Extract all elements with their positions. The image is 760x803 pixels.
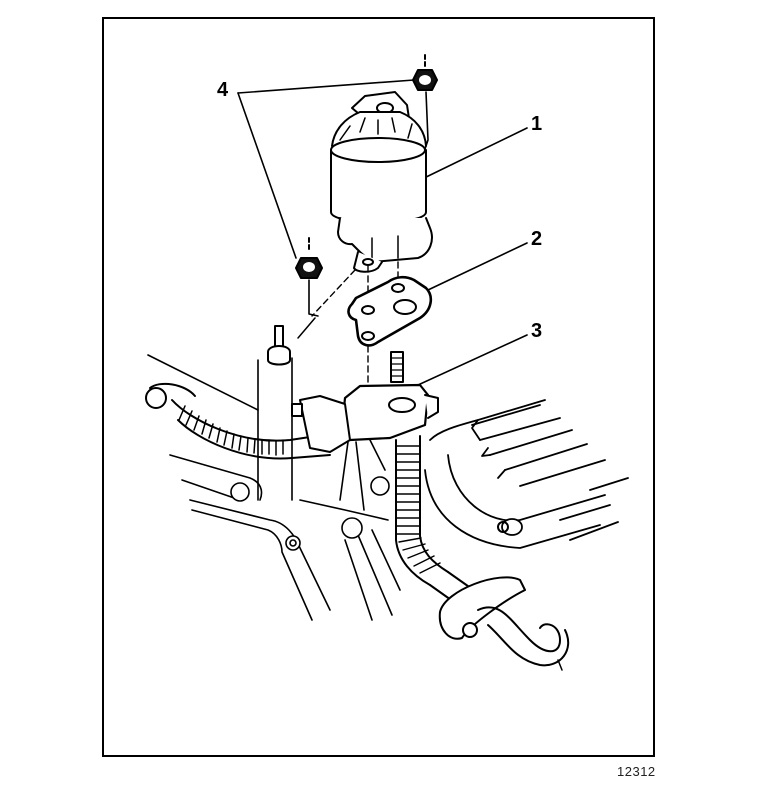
callout-2: 2 <box>531 228 543 250</box>
diagram-frame <box>102 17 655 757</box>
egr-gasket <box>347 275 433 347</box>
egr-valve-body <box>330 91 433 273</box>
figure-number: 12312 <box>617 764 656 779</box>
callout-1: 1 <box>531 113 543 135</box>
egr-adapter <box>340 351 439 442</box>
leader-lines <box>237 79 528 386</box>
nut-top-icon <box>412 54 438 91</box>
egr-tube-flange <box>438 576 570 671</box>
intake-manifold <box>424 399 629 549</box>
manifold-bolt-icon <box>497 521 509 533</box>
callout-4: 4 <box>217 79 229 101</box>
egr-tube-left <box>145 382 351 460</box>
mounting-stud-left <box>257 317 316 501</box>
callout-3: 3 <box>531 320 543 342</box>
engine-block-lines <box>147 354 401 621</box>
nut-left-icon <box>295 237 323 317</box>
